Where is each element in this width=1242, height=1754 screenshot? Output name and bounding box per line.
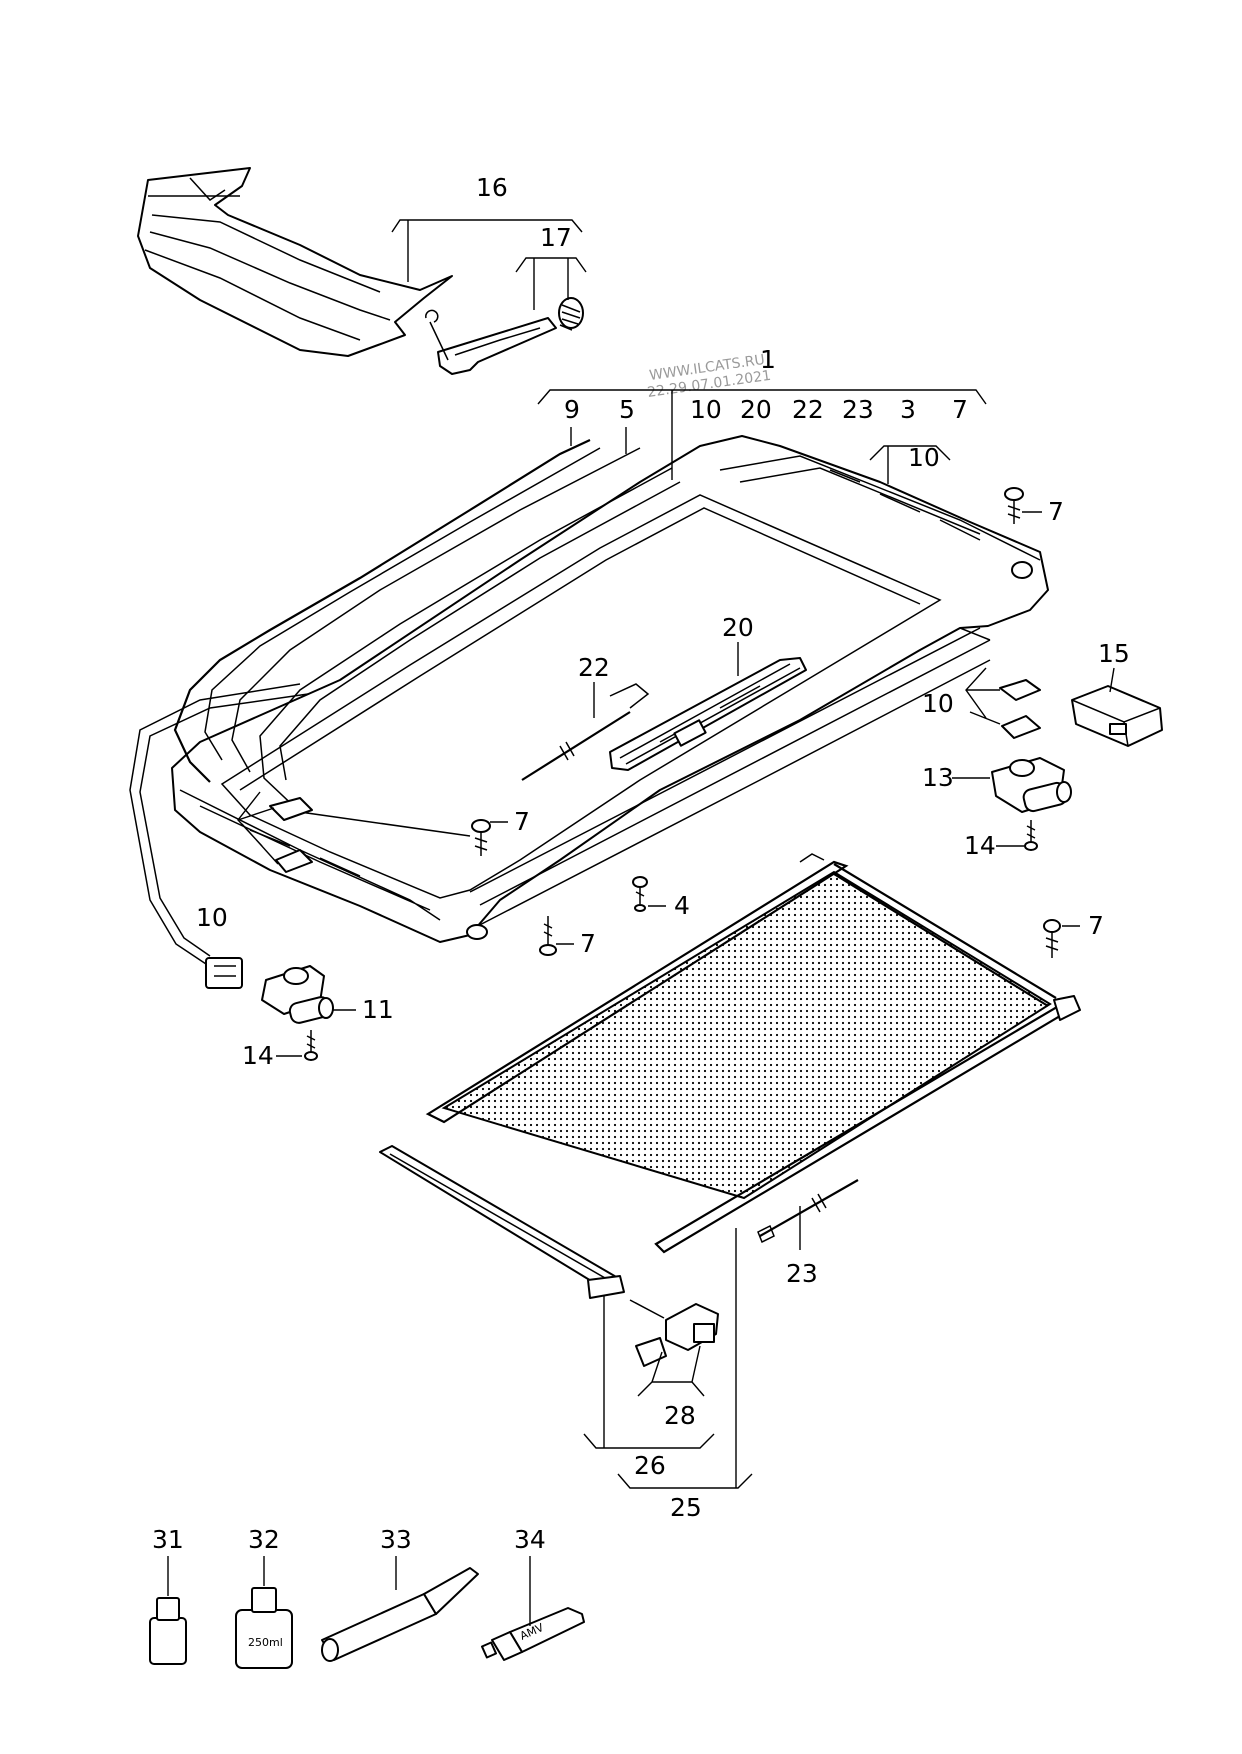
drive-cable-part-23 [757,1179,859,1244]
motor-part-11 [261,965,334,1024]
callout-14-left: 14 [242,1041,274,1070]
callout-23: 23 [786,1259,818,1288]
callout-22-top: 22 [792,395,824,424]
callout-9: 9 [564,395,580,424]
callout-34: 34 [514,1525,546,1554]
motor-part-13 [991,757,1072,813]
callout-14-right: 14 [964,831,996,860]
callout-31: 31 [152,1525,184,1554]
sunroof-frame-part-1 [171,435,1049,943]
callout-15: 15 [1098,639,1130,668]
callout-5: 5 [619,395,635,424]
screw-7-front [471,819,491,856]
callout-7-front: 7 [514,807,530,836]
deflector-lever-part-17 [425,297,584,375]
callout-13: 13 [922,763,954,792]
callout-7-lower: 7 [580,929,596,958]
callout-10-left: 10 [196,903,228,932]
callout-10-right: 10 [922,689,954,718]
callout-1: 1 [760,345,776,374]
drive-cable-part-22 [521,683,650,781]
screw-7-rear [1004,487,1024,524]
callout-7-top: 7 [952,395,968,424]
callout-10-top: 10 [690,395,722,424]
bottle-part-32: 250ml [235,1587,293,1669]
callout-numbers: 16 17 1 9 5 10 20 22 23 3 7 10 7 20 22 1… [152,173,1130,1554]
leader-lines [167,219,1115,1626]
clips-part-10-right [999,679,1041,739]
callout-22: 22 [578,653,610,682]
callout-16: 16 [476,173,508,202]
screw-7-lower [539,916,557,956]
callout-10-header: 10 [908,443,940,472]
tube-part-34: AMV [480,1607,585,1661]
sunshade-part-25 [425,853,1081,1254]
guide-part-28 [629,1299,719,1367]
drain-hose [129,683,309,989]
callout-28: 28 [664,1401,696,1430]
screw-7-sunshade [1043,919,1061,958]
callout-32: 32 [248,1525,280,1554]
callout-23-top: 23 [842,395,874,424]
callout-26: 26 [634,1451,666,1480]
callout-7-sunshade: 7 [1088,911,1104,940]
seal-strip-part-9 [173,439,601,783]
callout-20: 20 [722,613,754,642]
callout-3: 3 [900,395,916,424]
handle-bar-part-26 [379,1145,625,1299]
slide-mechanism-part-20 [609,657,807,771]
callout-20-top: 20 [740,395,772,424]
cartridge-part-33 [321,1567,479,1662]
callout-7-rear: 7 [1048,497,1064,526]
screw-14-left [304,1030,318,1061]
callout-17: 17 [540,223,572,252]
clips-part-10-left [269,797,313,873]
callout-4: 4 [674,891,690,920]
screw-14-right [1024,820,1038,851]
callout-11: 11 [362,995,394,1024]
callout-25: 25 [670,1493,702,1522]
callout-33: 33 [380,1525,412,1554]
wind-deflector-part-16 [137,167,453,357]
control-unit-part-15 [1071,685,1163,747]
screw-4 [632,876,648,912]
bottle-volume-label: 250ml [248,1636,283,1649]
bottle-part-31 [149,1597,187,1665]
